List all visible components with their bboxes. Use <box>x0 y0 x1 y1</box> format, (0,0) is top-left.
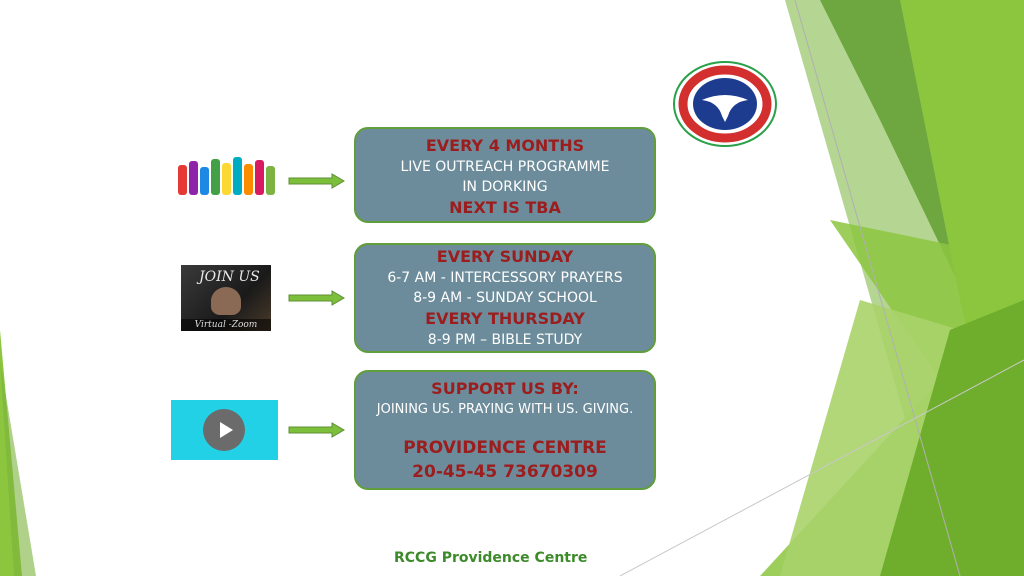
schedule-card: EVERY SUNDAY 6-7 AM - INTERCESSORY PRAYE… <box>354 243 656 353</box>
card-spacer <box>356 420 654 436</box>
arrow-right-icon <box>288 173 345 189</box>
providence-centre-label: PROVIDENCE CENTRE <box>403 438 607 458</box>
raised-hands-icon <box>178 157 275 195</box>
sunday-line2: 8-9 AM - SUNDAY SCHOOL <box>413 290 597 306</box>
outreach-heading: EVERY 4 MONTHS <box>425 136 585 155</box>
praying-hands-icon <box>211 287 241 315</box>
support-card: SUPPORT US BY: JOINING US. PRAYING WITH … <box>354 370 656 490</box>
arrow-right-icon <box>288 422 345 438</box>
dove-icon <box>702 95 748 122</box>
outreach-card: EVERY 4 MONTHS LIVE OUTREACH PROGRAMME I… <box>354 127 656 223</box>
thursday-heading: EVERY THURSDAY <box>425 309 585 328</box>
outreach-line2: IN DORKING <box>462 179 548 195</box>
join-us-image: JOIN US Virtual -Zoom <box>181 265 271 331</box>
support-line1: JOINING US. PRAYING WITH US. GIVING. <box>376 402 634 417</box>
outreach-next: NEXT IS TBA <box>449 198 561 217</box>
arrow-right-icon <box>288 290 345 306</box>
play-icon <box>220 422 233 438</box>
slide-footer: RCCG Providence Centre <box>394 550 588 566</box>
play-button[interactable] <box>203 409 245 451</box>
join-us-title: JOIN US <box>199 269 260 285</box>
thursday-line1: 8-9 PM – BIBLE STUDY <box>427 332 583 348</box>
support-heading: SUPPORT US BY: <box>431 379 579 398</box>
outreach-line1: LIVE OUTREACH PROGRAMME <box>400 159 610 175</box>
join-us-caption: Virtual -Zoom <box>181 319 271 331</box>
video-thumbnail[interactable] <box>171 400 278 460</box>
sunday-heading: EVERY SUNDAY <box>436 247 574 266</box>
phone-number: 20-45-45 73670309 <box>412 462 598 482</box>
sunday-line1: 6-7 AM - INTERCESSORY PRAYERS <box>387 270 623 286</box>
rccg-logo <box>673 61 777 147</box>
